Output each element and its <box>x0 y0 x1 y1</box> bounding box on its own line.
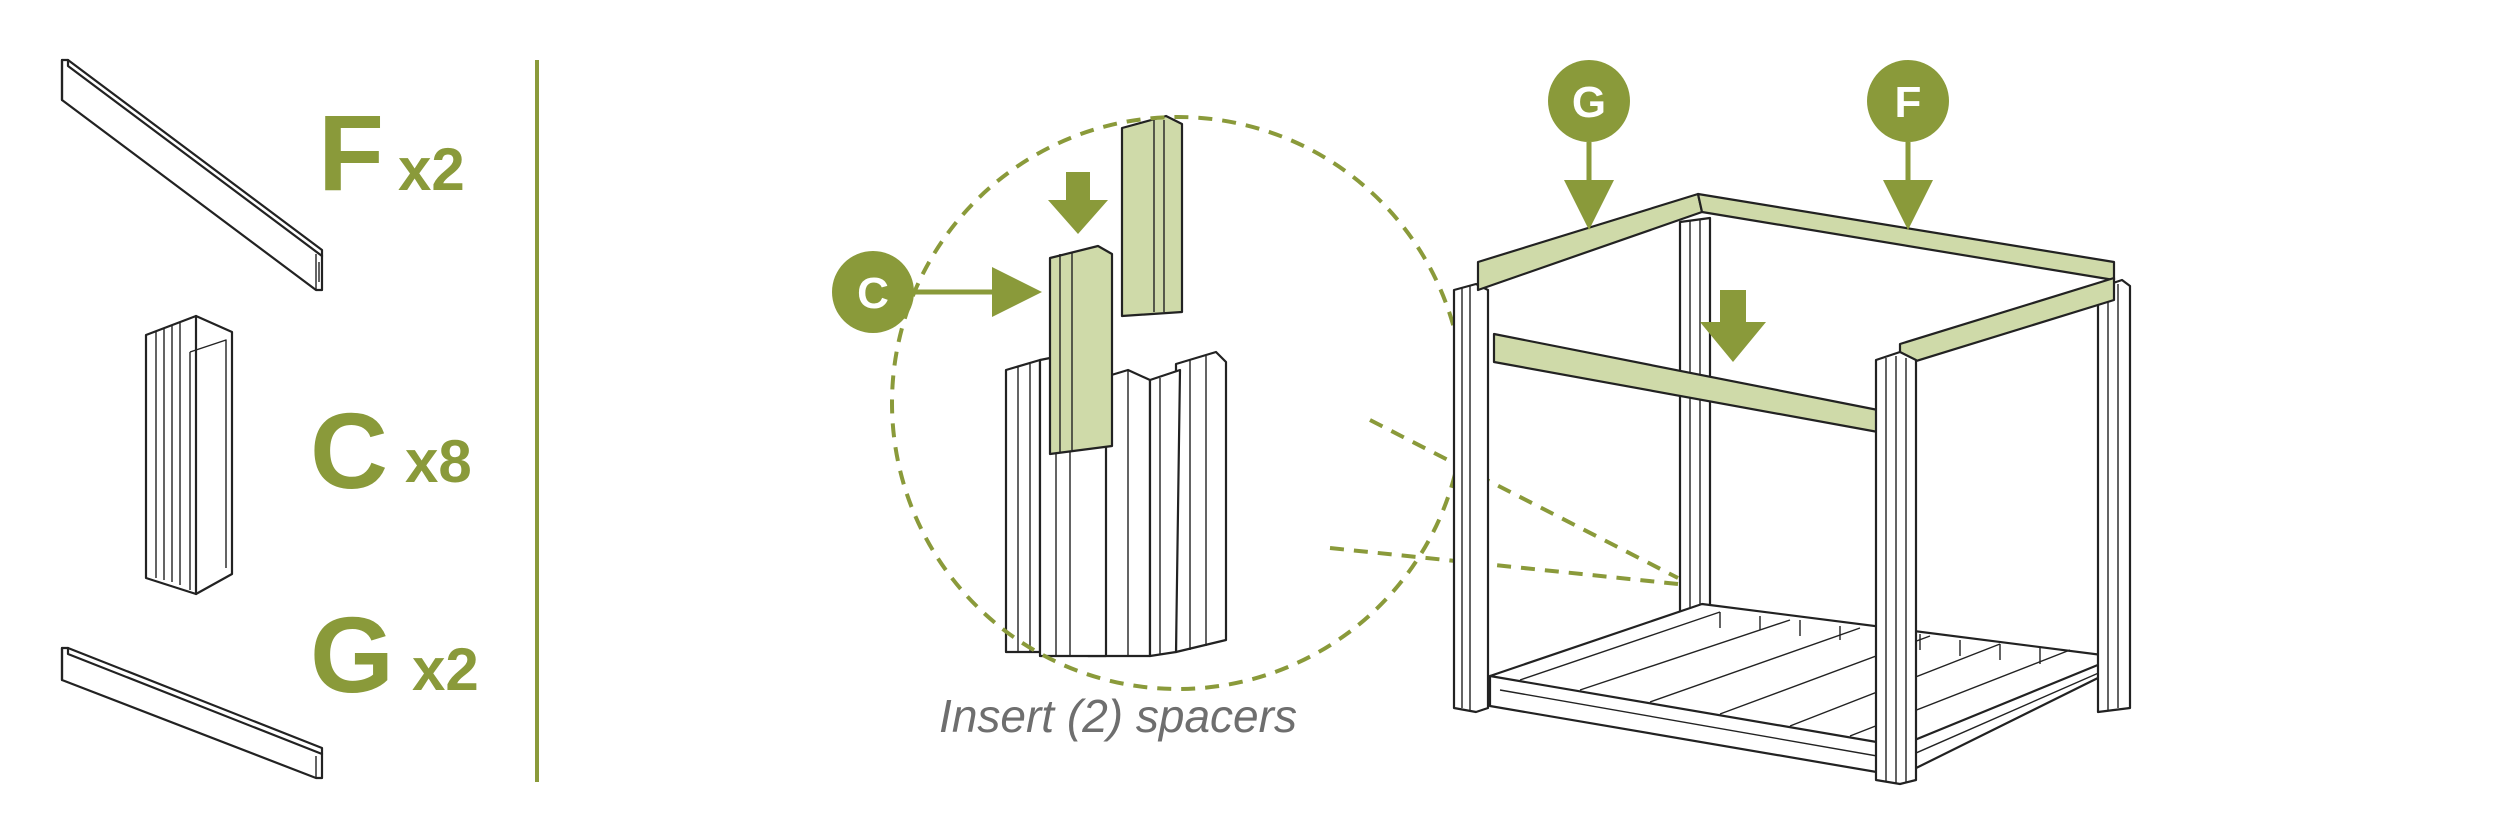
c-badge <box>832 251 914 333</box>
detail-zoom: C <box>832 114 1679 691</box>
spacer-upper <box>1120 114 1184 318</box>
part-f-letter: F <box>318 92 384 213</box>
part-g-qty: x2 <box>412 636 479 703</box>
caption: Insert (2) spacers <box>939 690 1297 742</box>
main-frame <box>1452 192 2132 786</box>
part-c-letter: C <box>310 390 388 511</box>
part-c-illustration <box>144 314 234 596</box>
post-cluster <box>1004 348 1228 658</box>
f-badge-label: F <box>1895 78 1922 127</box>
zoom-line-lower <box>1329 546 1679 586</box>
part-f-illustration <box>60 58 324 292</box>
part-c-qty: x8 <box>405 428 472 495</box>
part-g-letter: G <box>310 594 394 715</box>
part-g-illustration <box>60 646 324 780</box>
zoom-line-upper <box>1369 418 1679 580</box>
g-badge <box>1548 60 1630 142</box>
spacer-lower <box>1048 244 1114 456</box>
c-badge-label: C <box>857 269 889 318</box>
insert-arrow-icon <box>1048 172 1108 234</box>
placement-arrow-icon <box>1700 290 1766 362</box>
f-badge <box>1867 60 1949 142</box>
part-f-qty: x2 <box>398 136 465 203</box>
g-badge-label: G <box>1572 78 1606 127</box>
